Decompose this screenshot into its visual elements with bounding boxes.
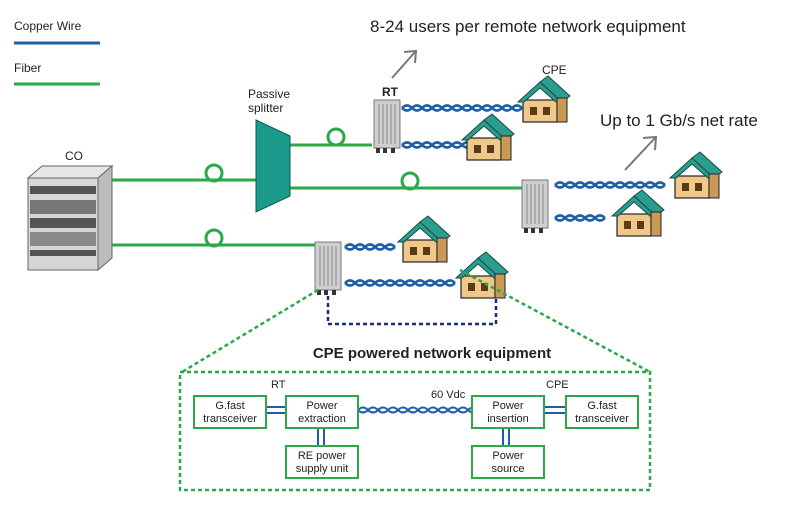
splitter-label-line2: splitter <box>248 101 283 115</box>
house-icon <box>669 151 723 199</box>
arrow-icon <box>624 135 658 171</box>
rt-box-middle <box>521 179 549 234</box>
house-icon <box>517 75 571 123</box>
cpe-label: CPE <box>542 63 567 77</box>
house-icon <box>611 189 665 237</box>
rate-note: Up to 1 Gb/s net rate <box>600 111 758 130</box>
inset-boxes <box>193 395 639 479</box>
inset-connections <box>266 406 566 446</box>
power-source-line1: Power <box>492 450 524 462</box>
legend-copper-label: Copper Wire <box>14 19 82 33</box>
re-supply-line2: supply unit <box>296 463 349 475</box>
voltage-label: 60 Vdc <box>431 389 466 401</box>
co-label: CO <box>65 149 83 163</box>
zoom-connector-left <box>181 288 319 374</box>
power-insertion-line1: Power <box>492 400 524 412</box>
zoom-connector-right <box>459 268 651 374</box>
inset-rt-label: RT <box>271 379 286 391</box>
power-extraction-line2: extraction <box>298 413 346 425</box>
rt-label: RT <box>382 85 399 99</box>
house-icon <box>461 113 515 161</box>
power-extraction-line1: Power <box>306 400 338 412</box>
passive-splitter <box>255 119 291 213</box>
arrow-icon <box>391 49 418 79</box>
gfast-right-line1: G.fast <box>587 400 616 412</box>
power-source-line2: source <box>491 463 524 475</box>
co-rack <box>26 164 114 272</box>
copper-links <box>344 104 666 287</box>
house-icon <box>397 215 451 263</box>
re-supply-line1: RE power <box>298 450 347 462</box>
rt-box-bottom <box>314 241 342 296</box>
users-note: 8-24 users per remote network equipment <box>370 17 686 36</box>
rt-box-top <box>373 99 401 154</box>
gfast-left-line1: G.fast <box>215 400 244 412</box>
gfast-right-line2: transceiver <box>575 413 629 425</box>
gfast-left-line2: transceiver <box>203 413 257 425</box>
splitter-label-line1: Passive <box>248 87 290 101</box>
inset-frame <box>178 370 652 492</box>
inset-title: CPE powered network equipment <box>313 345 551 362</box>
power-feedback-loop <box>326 296 498 326</box>
inset-cpe-label: CPE <box>546 379 569 391</box>
power-insertion-line2: insertion <box>487 413 529 425</box>
fiber-links <box>110 127 522 248</box>
legend-fiber-label: Fiber <box>14 61 41 75</box>
